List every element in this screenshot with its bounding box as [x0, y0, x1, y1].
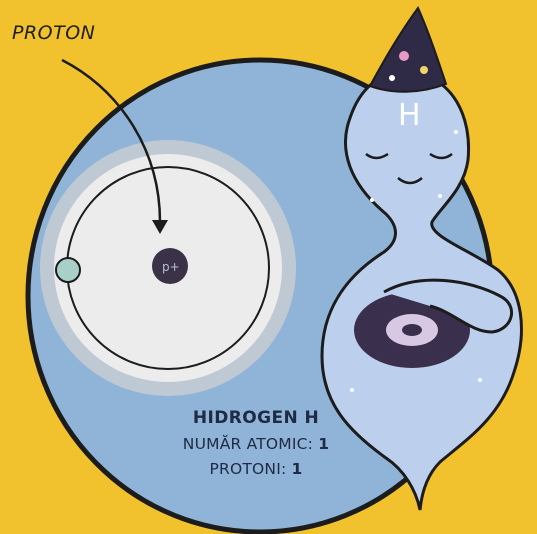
- proton-label: PROTON: [12, 22, 95, 44]
- element-info: HIDROGEN H NUMĂR ATOMIC: 1 PROTONI: 1: [150, 408, 362, 478]
- nucleus-symbol: p+: [162, 260, 180, 274]
- atomic-number-value: 1: [318, 435, 329, 453]
- atomic-number-label: NUMĂR ATOMIC:: [183, 435, 318, 453]
- atomic-number-line: NUMĂR ATOMIC: 1: [150, 435, 362, 453]
- sparkle: [438, 194, 442, 198]
- wizard-hat: [370, 8, 446, 92]
- hat-star-1: [399, 51, 409, 61]
- element-name: HIDROGEN H: [150, 408, 362, 428]
- galaxy-core: [402, 324, 422, 336]
- hat-star-2: [420, 66, 428, 74]
- sparkle: [350, 388, 354, 392]
- protons-label: PROTONI:: [209, 460, 291, 478]
- sparkle: [370, 198, 374, 202]
- protons-value: 1: [292, 460, 303, 478]
- hat-star-3: [389, 75, 395, 81]
- electron: [56, 258, 80, 282]
- protons-line: PROTONI: 1: [150, 460, 362, 478]
- sparkle: [478, 378, 482, 382]
- sparkle: [454, 130, 458, 134]
- mascot-letter: H: [398, 98, 421, 133]
